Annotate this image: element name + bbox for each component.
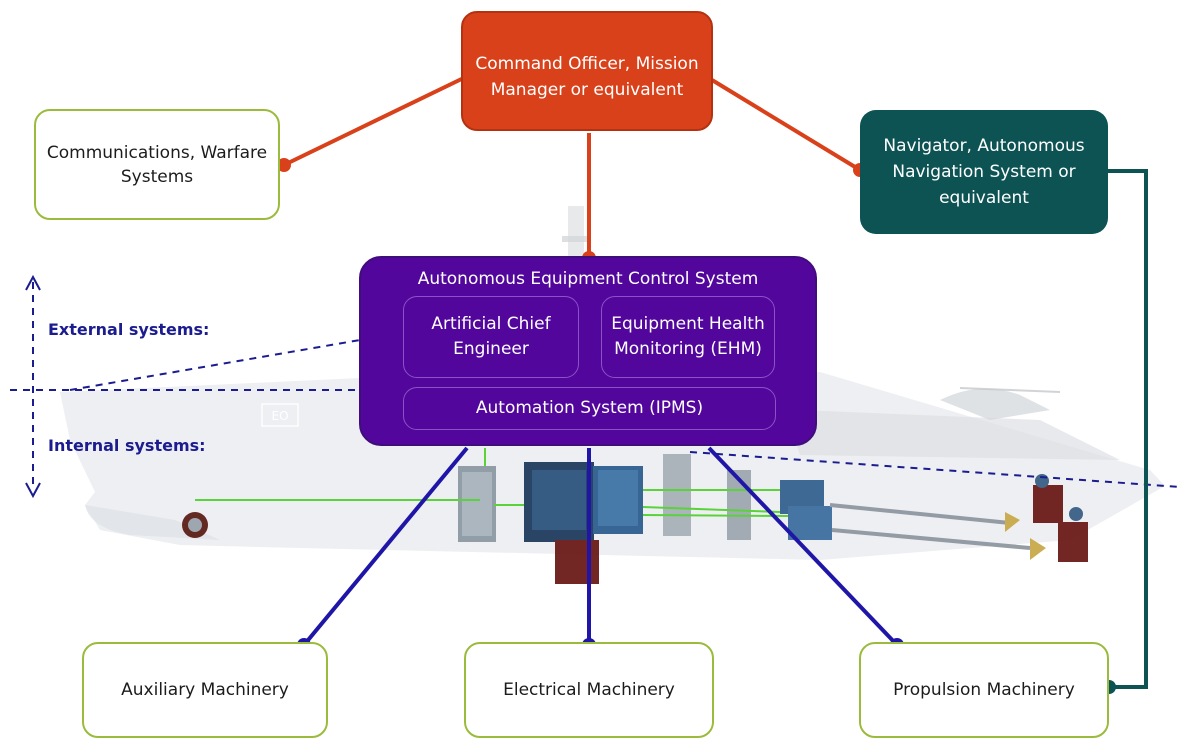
communications-label: Communications, Warfare Systems xyxy=(46,142,268,187)
command-links xyxy=(283,70,862,257)
power-cables xyxy=(195,448,789,517)
communications-box: Communications, Warfare Systems xyxy=(34,109,280,220)
aecs-title: Autonomous Equipment Control System xyxy=(417,269,759,289)
auxiliary-machinery-box: Auxiliary Machinery xyxy=(82,642,328,738)
aecs-box: Autonomous Equipment Control System Arti… xyxy=(359,256,817,446)
internal-systems-label: Internal systems: xyxy=(48,436,206,455)
direction-arrow xyxy=(25,274,41,499)
command-officer-label: Command Officer, Mission Manager or equi… xyxy=(475,54,699,100)
machinery-links xyxy=(302,446,899,647)
artificial-chief-engineer-label: Artificial Chief Engineer xyxy=(431,314,551,359)
navigator-label: Navigator, Autonomous Navigation System … xyxy=(883,136,1085,208)
electrical-machinery-box: Electrical Machinery xyxy=(464,642,714,738)
hull-mark: EO xyxy=(271,409,288,423)
command-officer-box: Command Officer, Mission Manager or equi… xyxy=(461,11,713,131)
ehm-label: Equipment Health Monitoring (EHM) xyxy=(611,314,765,359)
ipms-label: Automation System (IPMS) xyxy=(475,398,704,418)
ship-superstructure xyxy=(780,395,1120,460)
artificial-chief-engineer-box: Artificial Chief Engineer xyxy=(403,296,579,378)
ipms-box: Automation System (IPMS) xyxy=(403,387,776,430)
external-systems-label: External systems: xyxy=(48,320,210,339)
link-node xyxy=(277,158,291,172)
navigator-link xyxy=(1108,169,1148,689)
electrical-machinery-label: Electrical Machinery xyxy=(503,680,675,700)
propulsion-machinery-label: Propulsion Machinery xyxy=(893,680,1075,700)
propulsion-machinery-box: Propulsion Machinery xyxy=(859,642,1109,738)
ehm-box: Equipment Health Monitoring (EHM) xyxy=(601,296,775,378)
ship-mast xyxy=(568,206,584,258)
helicopter-silhouette xyxy=(940,388,1050,420)
auxiliary-machinery-label: Auxiliary Machinery xyxy=(121,680,289,700)
machinery-equipment xyxy=(182,454,1088,584)
waterline xyxy=(10,339,1181,488)
navigator-box: Navigator, Autonomous Navigation System … xyxy=(860,110,1108,234)
